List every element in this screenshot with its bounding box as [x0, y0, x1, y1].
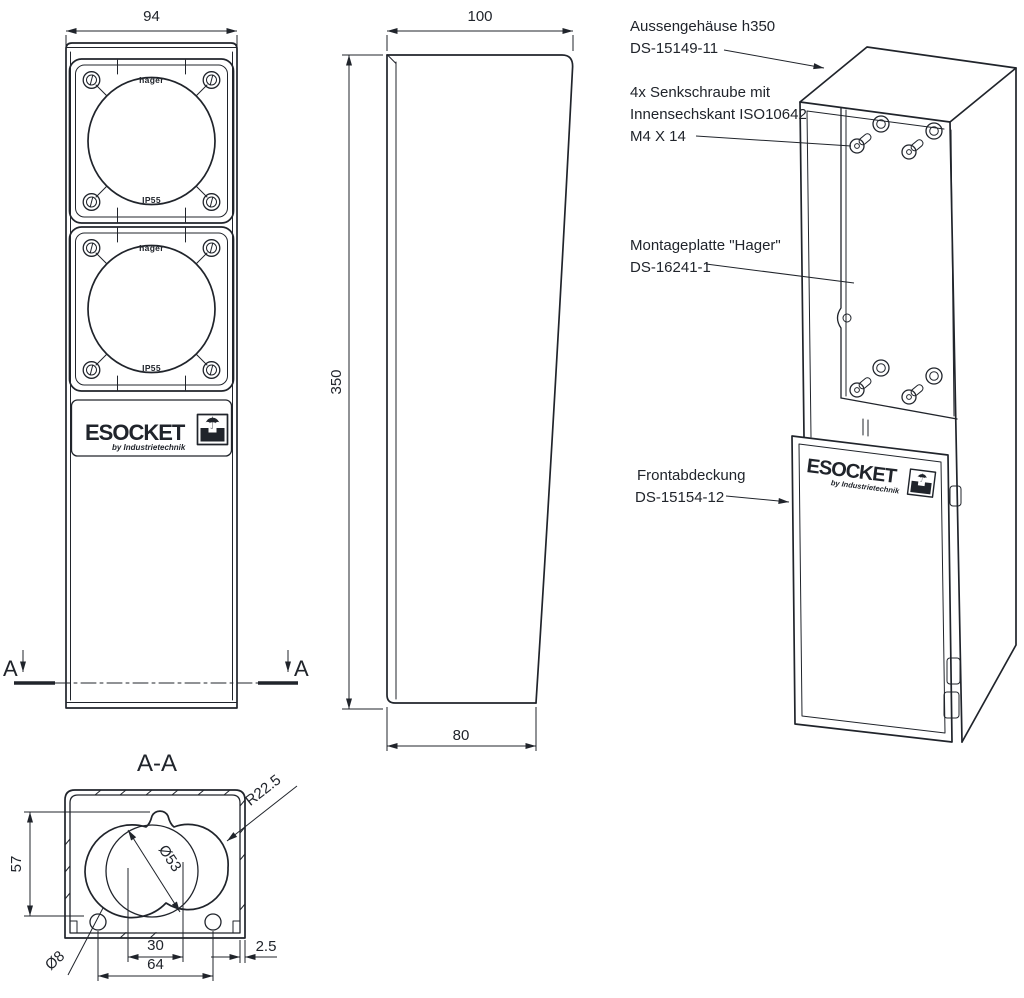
dim-r22-5-label: R22.5: [242, 771, 284, 809]
callout-screws-line2: Innensechskant ISO10642: [630, 106, 807, 123]
socket-module-top: hager IP55: [70, 59, 234, 223]
mount-hole-right: [204, 913, 222, 931]
keep-dry-icon: ☂: [906, 468, 937, 498]
isometric-view: ESOCKET by Industrietechnik ☂: [791, 46, 1017, 743]
section-dim-spacing-inner: 30: [127, 862, 184, 962]
front-housing-outline: [65, 42, 238, 709]
socket-brand-label: hager: [139, 243, 164, 253]
front-logo-panel: ESOCKET by Industrietechnik ☂: [70, 399, 233, 457]
section-shell: [64, 789, 246, 939]
dim-350-label: 350: [328, 369, 345, 394]
dim-57-label: 57: [8, 856, 25, 873]
callout-cover-leader: [725, 495, 790, 504]
callout-plate-line2: DS-16241-1: [630, 259, 711, 276]
section-marker-a-right: A: [294, 656, 309, 681]
section-dim-wall: 2.5: [211, 938, 277, 963]
section-dim-socket-diameter: Ø53: [127, 829, 185, 913]
dim-d53-label: Ø53: [155, 842, 185, 875]
side-body-outline: [386, 54, 574, 704]
dim-30-label: 30: [147, 937, 164, 954]
callout-screws-line3: M4 X 14: [630, 128, 686, 145]
callout-plate-line1: Montageplatte "Hager": [630, 237, 781, 254]
section-dim-hole-diameter: Ø8: [42, 907, 104, 976]
dim-94-label: 94: [143, 8, 160, 25]
iso-mounting-plate: [836, 107, 958, 437]
side-dim-top-width: 100: [386, 8, 574, 51]
callout-screws-leader: [695, 135, 852, 147]
keep-dry-icon: ☂: [196, 413, 229, 446]
side-dim-height: 350: [328, 54, 383, 710]
dim-80-label: 80: [453, 727, 470, 744]
socket-module-bottom: hager IP55: [70, 227, 234, 391]
front-view: 94 hager IP55 hager IP55 ESOCKET by Indu…: [3, 8, 309, 709]
section-socket-cutout: [84, 810, 229, 931]
socket-ip-rating: IP55: [142, 363, 161, 373]
section-marker-a-left: A: [3, 656, 18, 681]
callout-cover-line2: DS-15154-12: [635, 489, 724, 506]
socket-ip-rating: IP55: [142, 195, 161, 205]
callout-plate: Montageplatte "Hager" DS-16241-1: [630, 237, 855, 284]
section-dim-height: 57: [8, 811, 150, 917]
esocket-logo-byline: by Industrietechnik: [112, 443, 186, 452]
callouts: Aussengehäuse h350 DS-15149-11 4x Senksc…: [630, 18, 855, 506]
mount-hole-left: [89, 913, 107, 931]
section-dim-radius: R22.5: [226, 771, 298, 842]
dim-64-label: 64: [147, 956, 164, 973]
callout-housing-line1: Aussengehäuse h350: [630, 18, 775, 35]
iso-front-cover: ESOCKET by Industrietechnik ☂: [791, 435, 953, 743]
iso-cover-logo: ESOCKET by Industrietechnik ☂: [805, 455, 937, 498]
callout-screws: 4x Senkschraube mit Innensechskant ISO10…: [630, 84, 852, 147]
esocket-logo-text: ESOCKET: [85, 420, 186, 445]
section-cut-marker: A A: [3, 650, 309, 685]
callout-housing-leader: [723, 49, 825, 70]
callout-housing-line2: DS-15149-11: [630, 40, 718, 57]
callout-screws-line1: 4x Senkschraube mit: [630, 84, 771, 101]
side-dim-bottom-width: 80: [386, 707, 537, 751]
dim-2-5-label: 2.5: [256, 938, 277, 955]
front-dim-width: 94: [65, 8, 238, 51]
section-title: A-A: [137, 750, 177, 777]
umbrella-glyph: ☂: [205, 414, 220, 433]
socket-brand-label: hager: [139, 75, 164, 85]
section-dim-spacing-outer: 64: [97, 931, 214, 981]
side-view: 100 350 80: [328, 8, 574, 751]
callout-cover: Frontabdeckung DS-15154-12: [635, 467, 790, 506]
dim-100-label: 100: [467, 8, 492, 25]
callout-plate-leader: [705, 263, 855, 284]
umbrella-glyph: ☂: [916, 471, 929, 485]
dim-d8-label: Ø8: [42, 948, 68, 974]
section-view: A-A 57 R22.5 Ø53 Ø8: [8, 750, 298, 981]
callout-cover-line1: Frontabdeckung: [637, 467, 745, 484]
callout-housing: Aussengehäuse h350 DS-15149-11: [630, 18, 825, 70]
